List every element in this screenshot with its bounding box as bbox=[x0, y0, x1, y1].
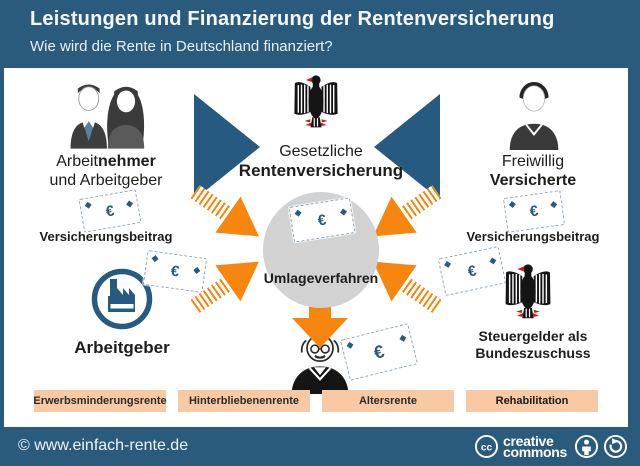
factory-icon bbox=[91, 268, 153, 330]
page-title: Leistungen und Finanzierung der Rentenve… bbox=[30, 8, 555, 30]
benefit-box-altersrente: Altersrente bbox=[322, 390, 454, 412]
contribution-right-label: Versicherungsbeitrag bbox=[466, 229, 600, 244]
voluntary-label: Freiwillig Versicherte bbox=[431, 152, 635, 190]
employees-label-bold: nehmer bbox=[98, 153, 156, 170]
banknote-mark bbox=[489, 257, 497, 265]
tax-line1: Steuergelder als bbox=[478, 328, 588, 344]
payout-arrow-down bbox=[292, 302, 348, 348]
contribution-left-label: Versicherungsbeitrag bbox=[39, 229, 173, 244]
euro-symbol: € bbox=[371, 340, 387, 363]
cc-word-creative: creative bbox=[502, 432, 554, 449]
euro-symbol: € bbox=[528, 202, 540, 221]
benefit-box-erwerbsminderungsrente: Erwerbsminderungsrente bbox=[33, 390, 167, 412]
tax-subsidy-label: Steuergelder als Bundeszuschuss bbox=[431, 328, 635, 362]
euro-symbol: € bbox=[169, 262, 181, 281]
cc-circle-text: cc bbox=[481, 442, 493, 453]
institution-line2: Rentenversicherung bbox=[238, 161, 404, 180]
benefit-box-rehabilitation: Rehabilitation bbox=[466, 390, 598, 412]
tax-line2: Bundeszuschuss bbox=[475, 345, 591, 361]
institution-label: Gesetzliche Rentenversicherung bbox=[215, 142, 427, 181]
banknote-mark bbox=[444, 260, 452, 268]
footer-bar: © www.einfach-rente.de cc creative commo… bbox=[0, 427, 640, 466]
banknote-mark bbox=[399, 334, 407, 342]
cc-wordmark: creative commons bbox=[502, 432, 567, 460]
cc-sa-icon bbox=[603, 434, 628, 459]
page-subtitle: Wie wird die Rente in Deutschland finanz… bbox=[30, 38, 333, 55]
employees-couple-icon bbox=[70, 84, 145, 149]
banknote-mark bbox=[550, 201, 558, 209]
banknote-mark bbox=[151, 255, 159, 263]
federal-eagle-icon bbox=[504, 262, 552, 324]
header-bar: Leistungen und Finanzierung der Rentenve… bbox=[0, 0, 640, 68]
voluntary-line1: Freiwillig bbox=[501, 153, 565, 170]
euro-banknote-icon: € bbox=[288, 197, 356, 243]
cc-by-icon bbox=[574, 434, 599, 459]
banknote-mark bbox=[340, 208, 348, 216]
flow-arrow-lower-left bbox=[182, 244, 271, 325]
euro-banknote-icon: € bbox=[502, 190, 566, 233]
federal-eagle-icon bbox=[293, 73, 339, 133]
pensioner-icon bbox=[291, 334, 349, 394]
banknote-mark bbox=[84, 201, 92, 209]
banknote-mark bbox=[508, 200, 516, 208]
cc-circle-icon: cc bbox=[474, 434, 499, 459]
euro-symbol: € bbox=[104, 201, 116, 221]
cc-word-commons: commons bbox=[502, 443, 567, 460]
employees-label-prefix: Arbeit bbox=[56, 153, 98, 170]
employer-label: Arbeitgeber bbox=[74, 338, 170, 357]
euro-symbol: € bbox=[466, 261, 478, 281]
voluntary-line2: Versicherte bbox=[489, 172, 577, 189]
mechanism-label: Umlageverfahren bbox=[263, 270, 379, 286]
voluntary-insured-icon bbox=[509, 81, 559, 150]
source-link[interactable]: © www.einfach-rente.de bbox=[18, 437, 189, 454]
employees-label-line2: und Arbeitgeber bbox=[49, 172, 163, 189]
diagram-canvas: Arbeitnehmer und Arbeitgeber € Versicher… bbox=[4, 68, 628, 427]
euro-symbol: € bbox=[316, 210, 328, 230]
umlageverfahren-circle: € Umlageverfahren bbox=[263, 192, 379, 308]
institution-line1: Gesetzliche bbox=[279, 143, 363, 160]
banknote-mark bbox=[193, 267, 201, 275]
creative-commons-badge: cc creative commons bbox=[474, 434, 628, 459]
banknote-mark bbox=[126, 200, 134, 208]
benefit-box-hinterbliebenenrente: Hinterbliebenenrente bbox=[178, 390, 310, 412]
banknote-mark bbox=[294, 209, 302, 217]
employees-label: Arbeitnehmer und Arbeitgeber bbox=[4, 152, 208, 190]
euro-banknote-icon: € bbox=[78, 189, 142, 233]
